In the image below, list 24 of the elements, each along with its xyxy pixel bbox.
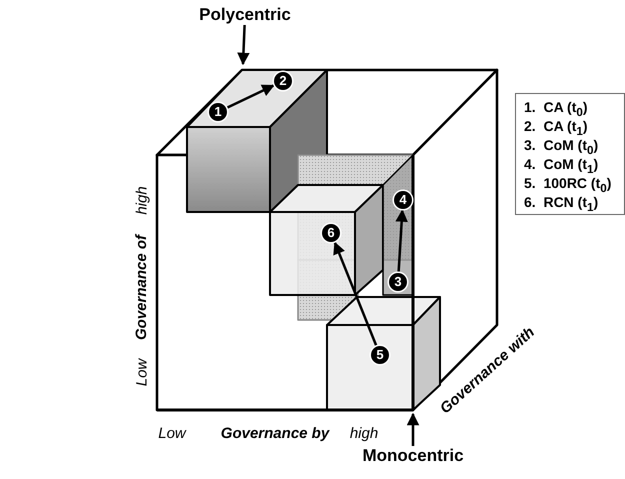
axis-end-label: Polycentric bbox=[199, 5, 291, 25]
legend-entry: 4. CoM (t$_{1}$) bbox=[524, 156, 598, 176]
legend-entry: 3. CoM (t$_{0}$) bbox=[524, 137, 598, 157]
axis-end-label: Monocentric bbox=[362, 446, 464, 466]
number-marker: 1 bbox=[209, 103, 227, 121]
axis-label: Governance of bbox=[134, 234, 150, 340]
number-marker: 6 bbox=[322, 224, 340, 242]
axis-label: high bbox=[350, 424, 378, 442]
number-marker: 4 bbox=[394, 191, 412, 209]
axis-label: high bbox=[134, 186, 150, 214]
axis-label: Governance by bbox=[220, 424, 330, 442]
arrow bbox=[395, 209, 408, 272]
number-marker: 2 bbox=[274, 72, 292, 90]
legend-entry: 2. CA (t$_{1}$) bbox=[524, 118, 588, 138]
arrow bbox=[406, 412, 420, 446]
axis-label: Low bbox=[158, 424, 186, 442]
arrow bbox=[237, 24, 250, 66]
number-marker: 5 bbox=[371, 346, 389, 364]
arrow bbox=[333, 242, 378, 346]
legend-entry: 5. 100RC (t$_{0}$) bbox=[524, 175, 612, 195]
legend-entry: 6. RCN (t$_{1}$) bbox=[524, 194, 598, 214]
number-marker: 3 bbox=[389, 273, 407, 291]
axis-label: Low bbox=[134, 358, 150, 386]
legend-entry: 1. CA (t$_{0}$) bbox=[524, 99, 588, 119]
